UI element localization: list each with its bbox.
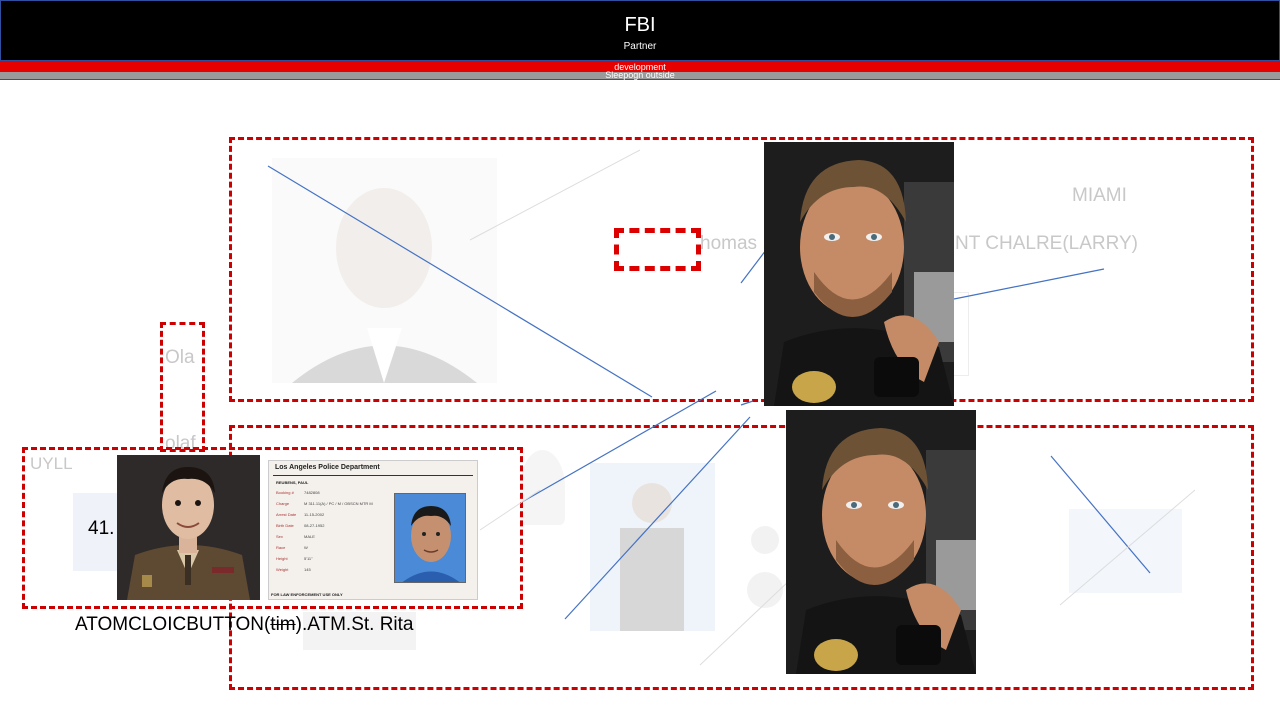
police-card-footer: FOR LAW ENFORCEMENT USE ONLY	[271, 592, 343, 597]
mugshot-svg	[395, 494, 465, 582]
police-card-row: Arrest Date 11-15-2002	[276, 512, 391, 523]
label-ola: Ola	[165, 347, 195, 368]
row-key: Sex	[276, 534, 283, 539]
officer-photo-top-svg	[764, 142, 954, 406]
list-number: 41.	[88, 518, 115, 539]
header-bar	[0, 0, 1280, 61]
row-key: Booking #	[276, 490, 294, 495]
row-key: Charge	[276, 501, 290, 506]
soldier-portrait	[117, 455, 260, 600]
label-miami: MIAMI	[1072, 185, 1127, 206]
police-card-row: Sex MALE	[276, 534, 391, 545]
soldier-portrait-svg	[117, 455, 260, 600]
row-value: 08-27-1952	[304, 523, 325, 528]
police-card-row: Charge M 311.11(A) / PC / M / OBSCN MTR M	[276, 501, 391, 512]
dashed-box-vertical	[160, 322, 205, 452]
page-subtitle: Partner	[623, 41, 657, 52]
police-card-rows: Booking # 7482808 Charge M 311.11(A) / PC …	[276, 490, 391, 578]
banner-label-development: development	[614, 62, 666, 72]
row-value: W	[304, 545, 308, 550]
officer-photo-top	[764, 142, 954, 406]
caption-suffix: ).ATM.St. Rita	[295, 614, 414, 635]
police-card-department: Los Angeles Police Department	[275, 464, 380, 471]
faded-portrait-left	[73, 493, 118, 571]
police-record-card: Los Angeles Police Department REUBENS, P…	[268, 460, 478, 600]
officer-photo-bottom	[786, 410, 976, 674]
row-value: 11-15-2002	[304, 512, 325, 517]
row-key: Height	[276, 556, 288, 561]
dashed-box-top	[229, 137, 1254, 402]
red-banner	[0, 61, 1280, 72]
row-key: Birth Date	[276, 523, 294, 528]
row-value: 145	[304, 567, 311, 572]
caption-text: ATOMCLOICBUTTON(tim).ATM.St. Rita	[75, 614, 414, 636]
mugshot-photo	[394, 493, 466, 583]
row-key: Race	[276, 545, 286, 550]
caption-prefix: ATOMCLOICBUTTON(	[75, 614, 271, 635]
officer-photo-bottom-svg	[786, 410, 976, 674]
grey-banner	[0, 72, 1280, 80]
dashed-box-small	[614, 228, 701, 271]
page-title: FBI	[624, 14, 656, 36]
banner-label-outside: Sleepogn outside	[605, 70, 675, 80]
label-charlre: NT CHALRE(LARRY)	[955, 233, 1139, 254]
label-uyll: UYLL	[30, 454, 73, 473]
row-value: MALE	[304, 534, 315, 539]
police-card-divider	[273, 475, 473, 476]
police-card-row: Birth Date 08-27-1952	[276, 523, 391, 534]
faded-blocks	[303, 612, 416, 650]
row-key: Arrest Date	[276, 512, 297, 517]
row-value: 7482808	[304, 490, 320, 495]
row-value: 5'11"	[304, 556, 313, 561]
police-card-name: REUBENS, PAUL	[276, 480, 309, 485]
police-card-row: Race W	[276, 545, 391, 556]
police-card-row: Height 5'11"	[276, 556, 391, 567]
caption-strikethrough: tim	[270, 614, 296, 635]
police-card-row: Booking # 7482808	[276, 490, 391, 501]
label-thomas: homas	[700, 233, 758, 254]
police-card-row: Weight 145	[276, 567, 391, 578]
row-key: Weight	[276, 567, 289, 572]
row-value: M 311.11(A) / PC / M / OBSCN MTR M	[304, 501, 373, 506]
